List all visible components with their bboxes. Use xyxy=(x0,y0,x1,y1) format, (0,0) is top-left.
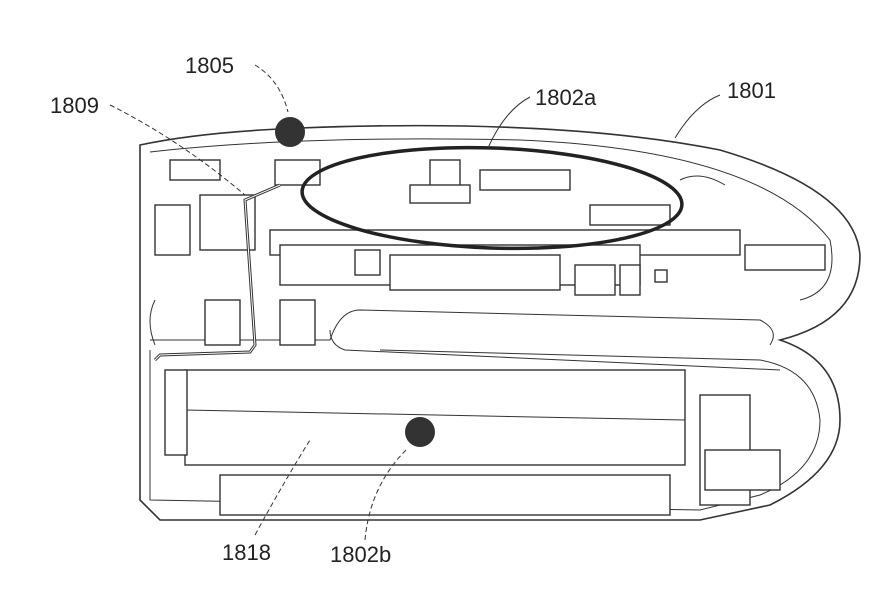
region-1802a-ellipse xyxy=(300,145,684,251)
label-1802b: 1802b xyxy=(330,542,391,567)
leader-lines xyxy=(109,64,721,541)
label-1818: 1818 xyxy=(222,540,271,565)
label-1801: 1801 xyxy=(727,78,776,103)
label-1809: 1809 xyxy=(50,93,99,118)
marker-1805-dot xyxy=(275,117,305,147)
label-1805: 1805 xyxy=(185,53,234,78)
label-1802a: 1802a xyxy=(535,85,597,110)
battery xyxy=(164,369,781,516)
marker-1802b-dot xyxy=(405,417,435,447)
internal-components xyxy=(149,159,826,362)
